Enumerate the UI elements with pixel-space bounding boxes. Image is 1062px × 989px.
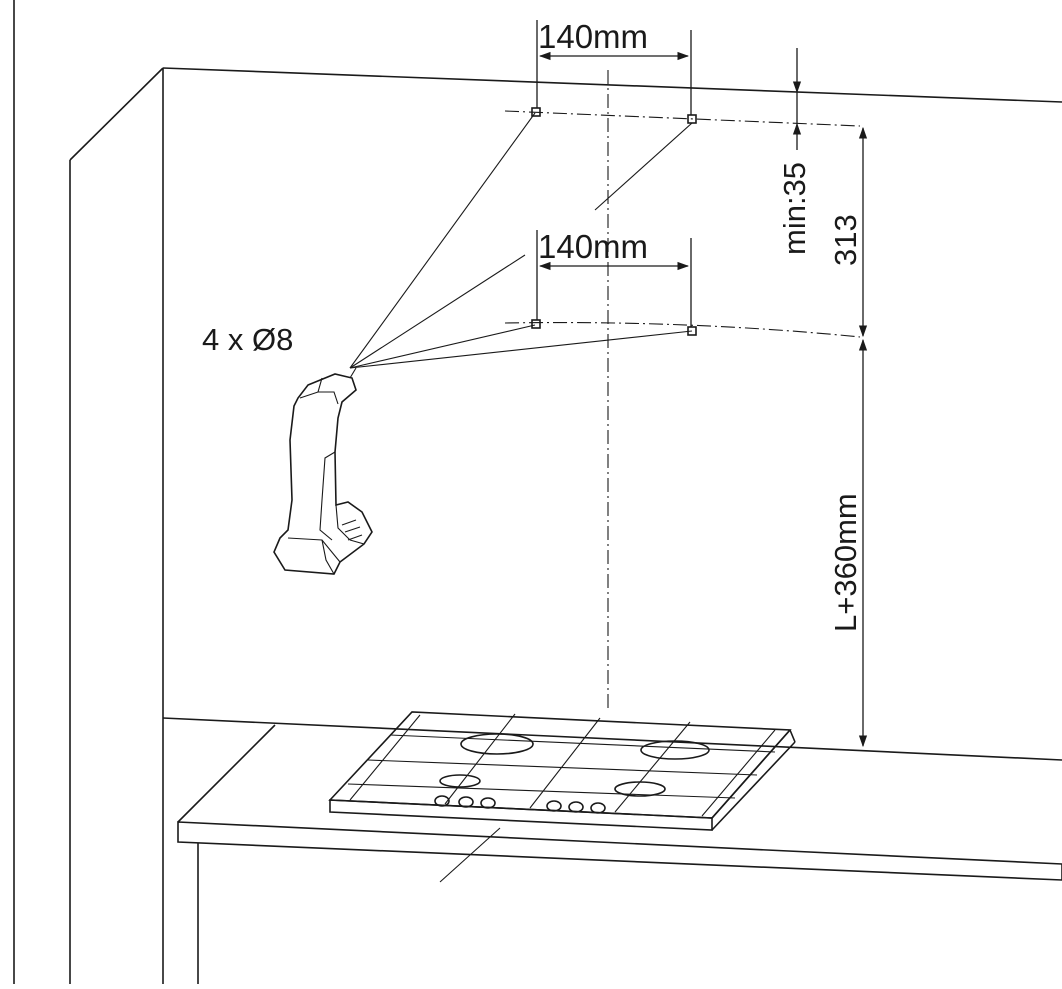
left-wall [69,67,164,984]
lower-hole-row [504,319,861,338]
hole-diameter-label: 4 x Ø8 [202,322,293,357]
min-distance-label: min:35 [777,162,812,255]
top-spacing-dimension [536,20,692,115]
lower-spacing-dimension [536,230,692,327]
gas-hob [328,711,796,831]
height-label: L+360mm [828,493,863,632]
hole-leader-lines [349,112,693,369]
drill-illustration [273,367,373,575]
top-spacing-label: 140mm [538,18,648,55]
center-line-floor [439,827,501,883]
wall-top-edge [162,67,1062,103]
lower-spacing-label: 140mm [538,228,648,265]
row-distance-label: 313 [828,214,863,266]
worktop [162,717,1062,984]
